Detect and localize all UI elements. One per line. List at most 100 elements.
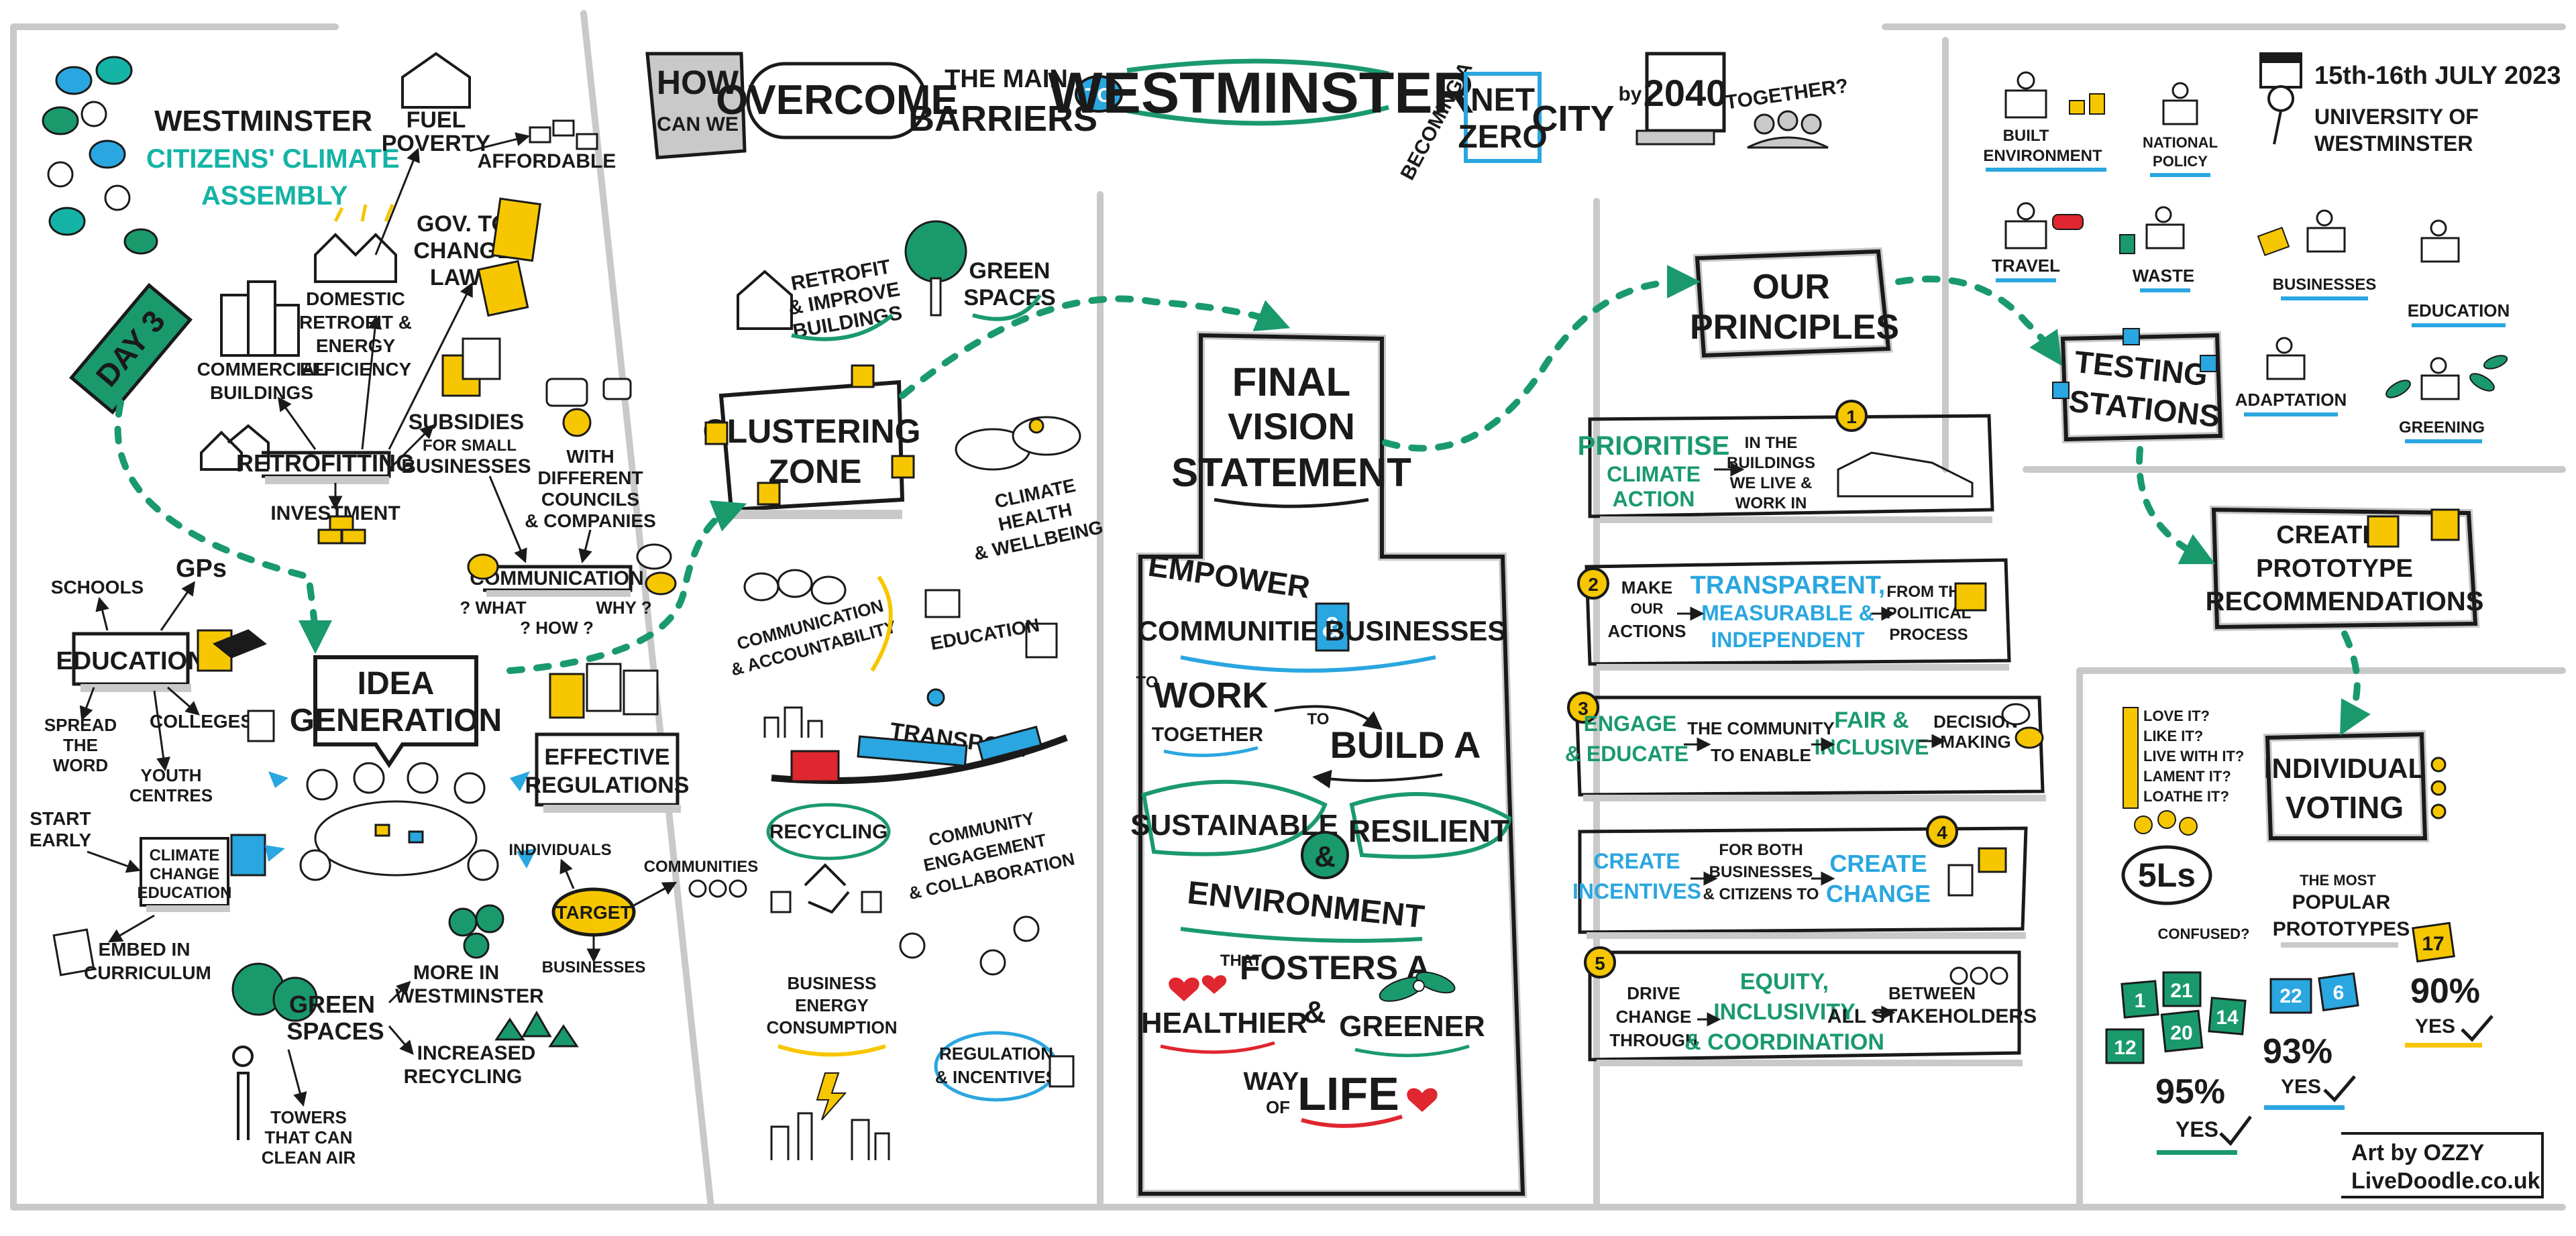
sticky-notes-icon (704, 364, 915, 506)
waste-bins-icon (2119, 234, 2135, 254)
spread-2: THE (63, 735, 98, 755)
cl-education: EDUCATION (929, 614, 1041, 654)
blue-vote-cards (2269, 972, 2359, 1014)
vision-together: TOGETHER (1152, 724, 1263, 746)
voting-title-1: INDIVIDUAL (2264, 752, 2425, 784)
p5-b1: EQUITY, (1740, 969, 1829, 995)
chat-icon (743, 569, 847, 605)
assembly-block: WESTMINSTER CITIZENS' CLIMATE ASSEMBLY D… (42, 56, 400, 415)
event-date: 15th-16th JULY 2023 (2314, 62, 2561, 90)
education-map: SCHOOLS GPs EDUCATION SPREAD THE WORD CO… (30, 555, 275, 983)
scale-2: LIKE IT? (2143, 728, 2203, 744)
how-label: ? HOW ? (520, 618, 594, 638)
notebook-icon (247, 710, 275, 742)
vision-amp1: & (1322, 611, 1343, 644)
p3-b2: TO ENABLE (1711, 745, 1811, 765)
vision-build: BUILD A (1330, 724, 1481, 766)
st-built-1: BUILT (2003, 127, 2049, 145)
comm-bubbles-icon (467, 543, 677, 596)
station-desk-icons (2004, 71, 2460, 400)
five-ls-scale: LOVE IT? LIKE IT? LIVE WITH IT? LAMENT I… (2123, 707, 2244, 809)
p4-b3: & CITIZENS TO (1703, 885, 1819, 903)
domestic-3: ENERGY (316, 335, 396, 356)
p5-b3: & COORDINATION (1684, 1029, 1884, 1055)
domestic-4: EFFICIENCY (300, 359, 412, 380)
map-pin-icon (926, 688, 945, 707)
title-can-we: CAN WE (657, 113, 739, 135)
councils-1: WITH (566, 446, 614, 467)
councils-2: DIFFERENT (537, 467, 643, 488)
p2-b2: MEASURABLE & (1701, 601, 1874, 625)
voting-dots-icon (2430, 756, 2447, 820)
vision-businesses: BUSINESSES (1325, 615, 1507, 647)
st-national-1: NATIONAL (2143, 134, 2218, 151)
vision-way: WAY (1243, 1068, 1299, 1096)
green-card-12: 12 (2114, 1037, 2136, 1059)
communication-label: COMMUNICATION (470, 567, 643, 589)
cl-energy-3: CONSUMPTION (767, 1017, 898, 1037)
title-the-main: THE MAIN (945, 65, 1068, 93)
recycle-trees-icon (494, 1010, 579, 1048)
proto-3: RECOMMENDATIONS (2206, 587, 2484, 616)
p1-num: 1 (1846, 406, 1857, 427)
p3-a2: & EDUCATE (1565, 742, 1688, 766)
target-block: INDIVIDUALS COMMUNITIES TARGET BUSINESSE… (508, 841, 758, 976)
more-2: WESTMINSTER (395, 985, 544, 1007)
blue-card-6: 6 (2333, 982, 2345, 1004)
councils-4: & COMPANIES (525, 510, 656, 531)
embed-1: EMBED IN (99, 939, 191, 960)
community-icon (899, 915, 1040, 976)
p1-a2: CLIMATE (1607, 462, 1701, 486)
day-badge: DAY 3 (68, 282, 193, 415)
spread-1: SPREAD (44, 715, 117, 735)
people-group-icon (1747, 110, 1829, 149)
office-buildings-icon (220, 280, 300, 357)
title-overcome: OVERCOME (716, 77, 959, 123)
credit-line1: Art by OZZY (2351, 1140, 2485, 1166)
p3-a1: ENGAGE (1584, 712, 1677, 736)
p1-a3: ACTION (1613, 487, 1695, 511)
voting-pct2: 93% (2263, 1032, 2332, 1071)
cl-regulation-1: REGULATION (939, 1044, 1053, 1064)
proto-2: PROTOTYPE (2256, 555, 2413, 583)
title-barriers: BARRIERS (908, 99, 1097, 139)
big-tree-icon (904, 220, 967, 317)
p2-num: 2 (1588, 574, 1599, 595)
communities-icon (688, 879, 747, 898)
voting-confused: CONFUSED? (2158, 925, 2250, 942)
voting-title-2: VOTING (2286, 790, 2404, 825)
p3-d2: MAKING (1940, 732, 2010, 752)
vision-resilient: RESILIENT (1348, 813, 1509, 848)
building-outline-icon (1837, 451, 1974, 498)
assembly-line1: WESTMINSTER (154, 105, 372, 137)
towers-1: TOWERS (270, 1107, 347, 1127)
commercial-2: BUILDINGS (210, 382, 313, 403)
calendar-icon (2259, 52, 2302, 89)
st-waste: WASTE (2133, 266, 2194, 286)
subsidy-docs-icon (441, 337, 501, 397)
p4-num: 4 (1937, 822, 1947, 843)
vision-healthier: HEALTHIER (1141, 1007, 1308, 1040)
voting-pct1: 95% (2155, 1072, 2225, 1111)
why-label: WHY ? (596, 598, 651, 618)
voting-yes1: YES (2176, 1117, 2218, 1141)
title-banner: HOW CAN WE OVERCOME THE MAIN BARRIERS TO… (645, 52, 1849, 184)
assembly-line3: ASSEMBLY (201, 181, 348, 211)
testing-stations: BUILT ENVIRONMENT NATIONAL POLICY TRAVEL… (1983, 71, 2510, 444)
people-table-icon (299, 762, 499, 881)
p3-c1: FAIR & (1834, 708, 1909, 733)
voting-pct3: 90% (2410, 972, 2480, 1011)
subsidies-1: SUBSIDIES (409, 410, 524, 434)
gold-bars-icon (317, 515, 366, 545)
p3-c2: INCLUSIVE (1815, 735, 1929, 759)
city-skyline-icon (763, 706, 823, 738)
green-map: GREEN SPACES MORE IN WESTMINSTER INCREAS… (231, 904, 579, 1168)
principles-title-2: PRINCIPLES (1690, 308, 1899, 347)
title-by: by (1618, 83, 1642, 105)
climate-ed-3: EDUCATION (138, 884, 232, 902)
leaves-pile-icon (2385, 355, 2508, 398)
retrofit-house-icon (737, 270, 793, 330)
p5-a3: THROUGH (1609, 1030, 1697, 1050)
clipboard-icon (1947, 847, 2007, 897)
spread-3: WORD (53, 755, 108, 775)
